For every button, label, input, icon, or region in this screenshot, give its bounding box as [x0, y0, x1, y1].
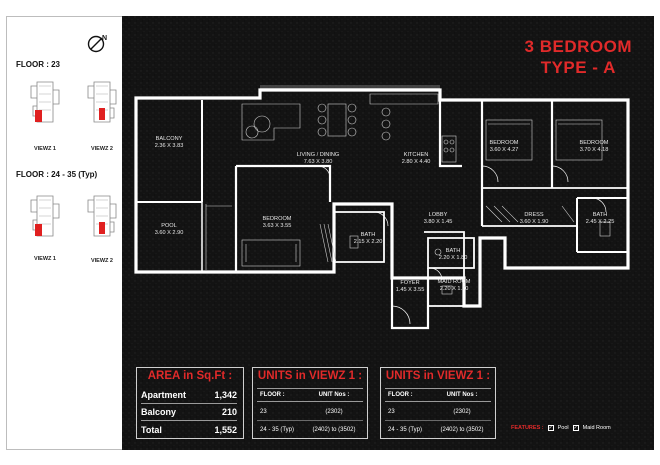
units-floor: 23	[388, 408, 395, 415]
room-size: 2.45 X 2.25	[586, 219, 615, 225]
units-head-floor: FLOOR :	[260, 392, 285, 398]
units-row: 24 - 35 (Typ) (2402) to (3502)	[385, 421, 491, 439]
room-size: 2.80 X 4.40	[402, 159, 431, 165]
units-floor: 24 - 35 (Typ)	[388, 427, 423, 433]
unit-type-title: 3 BEDROOM TYPE - A	[525, 36, 632, 78]
room-name: KITCHEN	[404, 152, 429, 158]
feature-item-pool: Pool	[557, 425, 569, 431]
room-size: 1.45 X 3.55	[396, 287, 425, 293]
units-table-header: FLOOR : UNIT Nos :	[257, 388, 363, 402]
floor-plan-drawing: BALCONY 2.36 X 3.83 LIVING / DINING 7.63…	[134, 85, 630, 330]
room-name: POOL	[161, 223, 177, 229]
area-row-balcony: Balcony 210	[141, 404, 237, 421]
room-size: 3.60 X 2.90	[155, 230, 184, 236]
title-line-2: TYPE - A	[540, 58, 616, 77]
view-label: VIEWZ 1	[33, 146, 56, 152]
compass-icon: N	[87, 35, 107, 53]
area-row-total: Total 1,552	[141, 421, 237, 438]
units-nos: (2302)	[453, 408, 471, 415]
area-label: Balcony	[141, 407, 177, 417]
units-row: 23 (2302)	[257, 403, 363, 421]
units-floor: 23	[260, 408, 267, 415]
floor-label-24-35: FLOOR : 24 - 35 (Typ)	[16, 170, 98, 179]
area-table: AREA in Sq.Ft : Apartment 1,342 Balcony …	[136, 367, 244, 439]
room-name: BATH	[593, 212, 608, 218]
features-list: FEATURES : ✓ Pool ✓ Maid Room	[511, 425, 611, 431]
room-name: BALCONY	[156, 136, 183, 142]
room-size: 3.63 X 3.55	[263, 223, 292, 229]
view-label: VIEWZ 2	[90, 258, 113, 264]
units-head-units: UNIT Nos :	[318, 392, 350, 398]
room-size: 2.36 X 3.83	[155, 143, 184, 149]
room-size: 2.20 X 1.80	[439, 255, 468, 261]
room-name: BATH	[361, 232, 376, 238]
units-table: UNITS in VIEWZ 1 : FLOOR : UNIT Nos : 23…	[380, 367, 496, 439]
room-name: BEDROOM	[580, 140, 609, 146]
checkbox-checked-icon: ✓	[572, 424, 579, 431]
units-table-title: UNITS in VIEWZ 1 :	[385, 370, 491, 382]
units-row: 24 - 35 (Typ) (2402) to (3502)	[257, 421, 363, 439]
view-label: VIEWZ 1	[33, 256, 56, 262]
room-name: LOBBY	[429, 212, 448, 218]
units-head-units: UNIT Nos :	[446, 392, 478, 398]
room-size: 2.15 X 2.20	[354, 239, 383, 245]
key-plan-thumb	[30, 195, 60, 237]
area-value: 210	[221, 407, 237, 417]
units-table-title: UNITS in VIEWZ 1 :	[257, 370, 363, 382]
room-size: 3.80 X 1.45	[424, 219, 453, 225]
units-nos: (2302)	[325, 408, 343, 415]
floor-plan-board: 3 BEDROOM TYPE - A	[122, 16, 654, 450]
area-row-apartment: Apartment 1,342	[141, 387, 237, 404]
room-size: 3.60 X 4.27	[490, 147, 519, 153]
feature-item-maid-room: Maid Room	[582, 425, 611, 431]
units-row: 23 (2302)	[385, 403, 491, 421]
room-size: 7.63 X 3.80	[304, 159, 333, 165]
units-table-header: FLOOR : UNIT Nos :	[385, 388, 491, 402]
area-table-title: AREA in Sq.Ft :	[147, 370, 233, 382]
features-label: FEATURES :	[511, 425, 544, 431]
units-nos: (2402) to (3502)	[312, 427, 356, 433]
compass-north-mark: N	[102, 35, 107, 42]
view-label: VIEWZ 2	[90, 146, 113, 152]
room-size: 3.60 X 1.90	[520, 219, 549, 225]
room-size: 2.20 X 1.70	[440, 286, 469, 292]
units-floor: 24 - 35 (Typ)	[260, 427, 295, 433]
title-line-1: 3 BEDROOM	[524, 37, 632, 56]
key-plan-thumb	[87, 195, 117, 237]
room-name: BATH	[446, 248, 461, 254]
room-name: MAID ROOM	[438, 279, 471, 285]
key-plan-thumb	[30, 81, 60, 123]
room-name: DRESS	[524, 212, 544, 218]
area-value: 1,342	[214, 390, 237, 400]
room-name: LIVING / DINING	[297, 152, 340, 158]
board-texture	[122, 16, 654, 450]
units-table: UNITS in VIEWZ 1 : FLOOR : UNIT Nos : 23…	[252, 367, 368, 439]
room-name: BEDROOM	[263, 216, 292, 222]
area-label: Apartment	[141, 390, 187, 400]
area-label: Total	[141, 424, 162, 435]
checkbox-checked-icon: ✓	[547, 424, 554, 431]
floor-label-23: FLOOR : 23	[16, 60, 61, 69]
units-head-floor: FLOOR :	[388, 392, 413, 398]
units-nos: (2402) to (3502)	[440, 427, 484, 433]
room-name: BEDROOM	[490, 140, 519, 146]
room-name: FOYER	[400, 280, 419, 286]
key-plan-thumb	[87, 81, 117, 123]
area-value: 1,552	[214, 424, 237, 435]
room-size: 3.70 X 4.18	[580, 147, 609, 153]
